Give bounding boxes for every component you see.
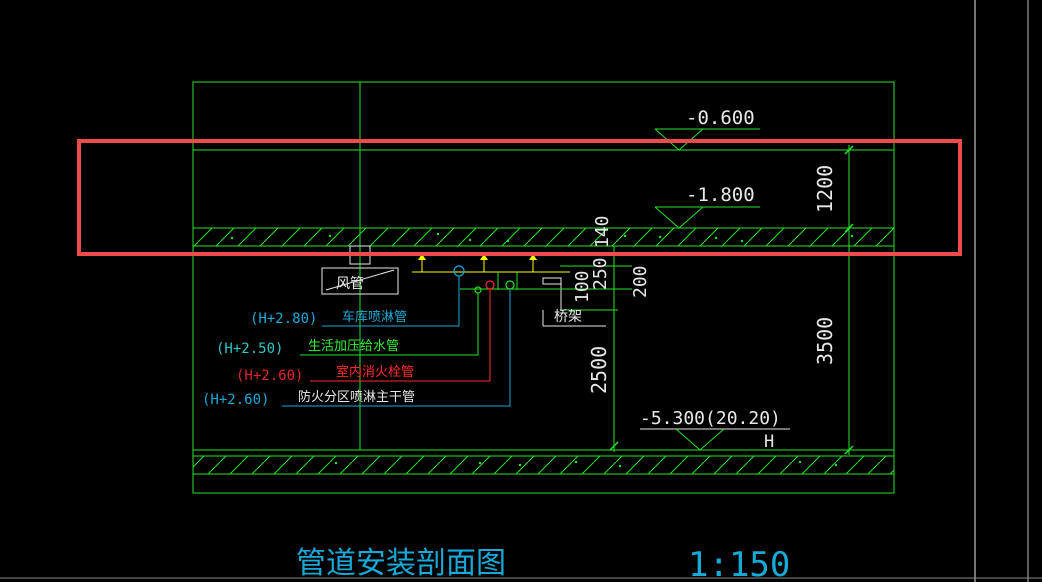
lower-slab [192, 455, 895, 475]
elevation-marker-mid [654, 206, 760, 229]
pipe-elev-3: (H+2.60) [202, 392, 269, 408]
leader-sprinkler-main [282, 289, 511, 407]
dimension-1200: 1200 [813, 165, 837, 213]
pipe-name-0: 车库喷淋管 [342, 309, 407, 325]
dimension-100: 100 [572, 270, 593, 303]
garage-sprinkler-pipe [453, 265, 465, 277]
elevation-marker-top [654, 128, 760, 151]
pipe-rack [412, 254, 570, 290]
section-frame [192, 81, 895, 494]
leader-fire-hydrant [310, 289, 491, 382]
pipe-elev-0: (H+2.80) [250, 311, 317, 327]
dimension-250: 250 [590, 257, 611, 290]
drawing-scale: 1:150 [688, 545, 790, 582]
pipe-name-2: 室内消火栓管 [336, 364, 414, 380]
duct-box [321, 267, 399, 295]
dimension-140: 140 [592, 215, 613, 248]
dimension-2500: 2500 [587, 346, 611, 394]
upper-slab [192, 227, 895, 247]
pipe-elev-2: (H+2.60) [236, 368, 303, 384]
elevation-marker-bottom [640, 428, 790, 451]
leader-domestic-water [300, 293, 479, 356]
dimension-3500: 3500 [813, 317, 837, 365]
duct-label: 风管 [336, 276, 364, 292]
elevation-mid-label: -1.800 [686, 184, 755, 206]
drawing-title: 管道安装剖面图 [296, 546, 506, 581]
leader-garage-sprinkler [322, 276, 460, 327]
height-marker-label: H [764, 432, 774, 452]
cable-tray [542, 277, 562, 285]
tray-label: 桥架 [554, 309, 582, 325]
elevation-top-label: -0.600 [686, 107, 755, 129]
elevation-bottom-label: -5.300(20.20) [640, 408, 781, 429]
fire-hydrant-pipe [485, 280, 495, 290]
pipe-name-1: 生活加压给水管 [308, 339, 399, 354]
sprinkler-main-pipe [505, 280, 515, 290]
pipe-legend: (H+2.80) 车库喷淋管 (H+2.50) 生活加压给水管 (H+2.60)… [202, 309, 415, 408]
slab-aggregate [230, 232, 854, 468]
domestic-water-pipe [474, 286, 482, 294]
highlight-box[interactable] [77, 139, 962, 256]
pipe-name-3: 防火分区喷淋主干管 [298, 389, 415, 405]
pipe-elev-1: (H+2.50) [216, 341, 283, 357]
dimension-200: 200 [630, 265, 651, 298]
